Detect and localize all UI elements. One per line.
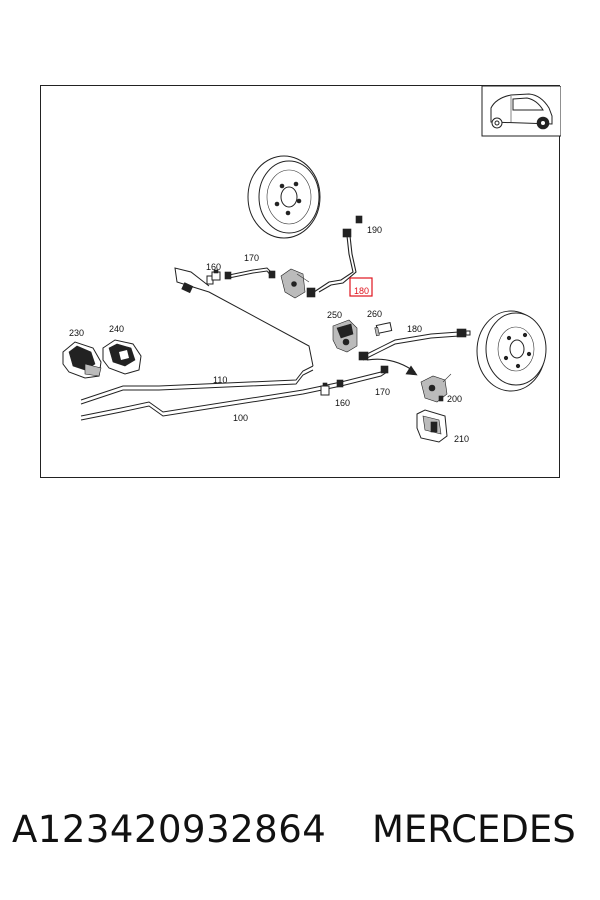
- label-250: 250: [327, 310, 342, 320]
- brake-hose-180-right: [358, 328, 471, 361]
- brake-disc-right: [476, 310, 547, 392]
- label-260: 260: [367, 309, 382, 319]
- label-210: 210: [454, 434, 469, 444]
- label-170-bottom: 170: [375, 387, 390, 397]
- pipe-end-fitting: [181, 275, 214, 294]
- highlight-box-180: [349, 277, 373, 297]
- brand-name: MERCEDES: [372, 808, 576, 851]
- caliper-carrier-210: [416, 409, 448, 443]
- rear-wheel-car-icon: [481, 86, 561, 137]
- sleeve-260: [374, 322, 393, 337]
- brake-pad-240: [102, 339, 142, 375]
- label-190: 190: [367, 225, 382, 235]
- brake-line-diagram: 190 160 170 180 250 260 180 230 240 110 …: [62, 86, 561, 444]
- brake-pad-230: [62, 341, 102, 379]
- fitting-190: [342, 215, 363, 238]
- union-160-top: [211, 269, 221, 281]
- assembly-arrow: [366, 358, 418, 376]
- diagram-frame: 190 160 170 180 250 260 180 230 240 110 …: [40, 85, 561, 478]
- label-200: 200: [447, 394, 462, 404]
- label-110: 110: [213, 375, 227, 385]
- label-240: 240: [109, 324, 124, 334]
- hose-bracket: [280, 268, 310, 299]
- brake-pipe-110: [80, 267, 314, 405]
- label-180-highlight[interactable]: 180: [354, 286, 369, 296]
- brake-pipe-100: [80, 381, 342, 421]
- label-100: 100: [233, 413, 248, 423]
- brake-pipe-170-bottom: [336, 365, 389, 388]
- label-160-top: 160: [206, 262, 221, 272]
- brake-pipe-170-top: [224, 267, 276, 280]
- brake-drum-top: [247, 155, 321, 239]
- part-number: A123420932864: [12, 808, 327, 851]
- caliper-housing-250: [332, 319, 358, 353]
- caliper-200: [420, 373, 452, 403]
- union-160-bottom: [320, 382, 330, 396]
- label-180-right: 180: [407, 324, 422, 334]
- label-230: 230: [69, 328, 84, 338]
- label-170-top: 170: [244, 253, 259, 263]
- label-160-bottom: 160: [335, 398, 350, 408]
- brake-hose-180: [306, 235, 357, 298]
